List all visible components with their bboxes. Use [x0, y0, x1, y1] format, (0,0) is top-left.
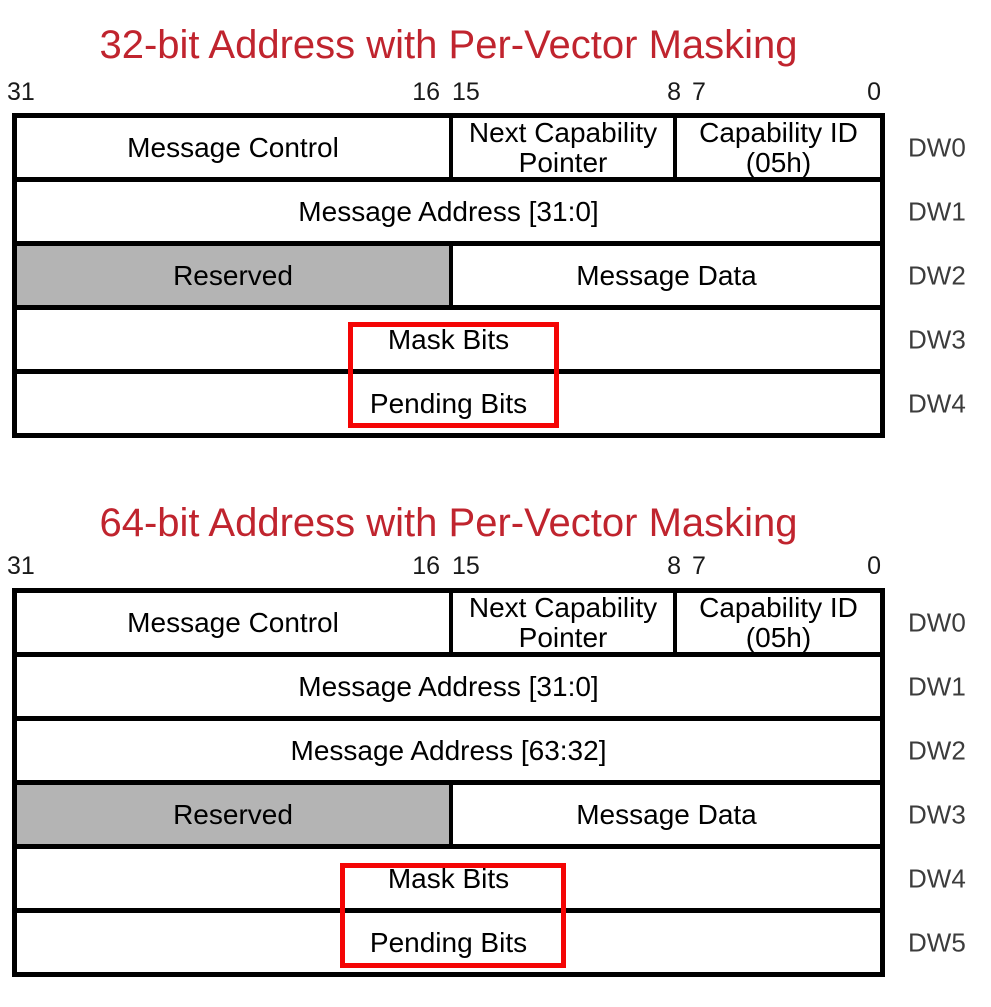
cell-pending-bits: Pending Bits — [369, 387, 528, 419]
bit-label-16: 16 — [412, 552, 440, 580]
cell-pending-bits: Pending Bits — [369, 926, 528, 958]
dw-label-dw1: DW1 — [908, 671, 966, 701]
table-row-dw2: Message Address [63:32] DW2 — [17, 721, 966, 785]
cell-message-data: Message Data — [576, 798, 757, 830]
cell-next-capability-pointer: Next Capability Pointer — [453, 593, 677, 652]
cell-message-address-63-32: Message Address [63:32] — [290, 734, 607, 766]
cell-mask-bits: Mask Bits — [387, 323, 510, 355]
table-row-dw5: Pending Bits DW5 — [17, 913, 966, 972]
dw-label-dw2: DW2 — [908, 735, 966, 765]
dw-label-dw3: DW3 — [908, 324, 966, 354]
table-row-dw1: Message Address [31:0] DW1 — [17, 657, 966, 721]
dw-label-dw5: DW5 — [908, 927, 966, 957]
cell-reserved: Reserved — [17, 785, 453, 844]
bit-label-0: 0 — [867, 78, 881, 106]
table-row-dw4: Mask Bits DW4 — [17, 849, 966, 913]
cell-message-control: Message Control — [17, 593, 453, 652]
bit-label-31: 31 — [7, 78, 35, 106]
cell-message-address-31-0: Message Address [31:0] — [298, 670, 599, 702]
dw-label-dw2: DW2 — [908, 260, 966, 290]
cell-message-control: Message Control — [17, 118, 453, 177]
dw-label-dw0: DW0 — [908, 132, 966, 162]
cell-capability-id: Capability ID (05h) — [699, 118, 858, 177]
cell-next-capability-pointer: Next Capability Pointer — [453, 118, 677, 177]
bit-label-0: 0 — [867, 552, 881, 580]
cell-message-address-31-0: Message Address [31:0] — [298, 195, 599, 227]
dw-label-dw0: DW0 — [908, 607, 966, 637]
bit-label-15: 15 — [452, 552, 480, 580]
dw-label-dw3: DW3 — [908, 799, 966, 829]
bit-ruler-32bit: 31 16 15 8 7 0 — [6, 77, 885, 107]
table-row-dw0: Message Control Next Capability Pointer … — [17, 118, 966, 182]
table-row-dw3: Mask Bits DW3 — [17, 310, 966, 374]
cell-reserved: Reserved — [17, 246, 453, 305]
cell-capability-id: Capability ID (05h) — [699, 593, 858, 652]
msi-capability-table-32bit: Message Control Next Capability Pointer … — [12, 113, 966, 438]
diagram-title-32bit: 32-bit Address with Per-Vector Masking — [99, 23, 798, 67]
bit-label-16: 16 — [412, 78, 440, 106]
table-row-dw2: Reserved Message Data DW2 — [17, 246, 966, 310]
table-row-dw1: Message Address [31:0] DW1 — [17, 182, 966, 246]
cell-mask-bits: Mask Bits — [387, 862, 510, 894]
bit-label-15: 15 — [452, 78, 480, 106]
diagram-title-64bit: 64-bit Address with Per-Vector Masking — [99, 501, 798, 545]
table-row-dw4: Pending Bits DW4 — [17, 374, 966, 433]
bit-label-7: 7 — [692, 78, 706, 106]
dw-label-dw1: DW1 — [908, 196, 966, 226]
dw-label-dw4: DW4 — [908, 863, 966, 893]
dw-label-dw4: DW4 — [908, 388, 966, 418]
table-row-dw0: Message Control Next Capability Pointer … — [17, 593, 966, 657]
table-row-dw3: Reserved Message Data DW3 — [17, 785, 966, 849]
cell-message-data: Message Data — [576, 259, 757, 291]
bit-label-8: 8 — [667, 78, 681, 106]
msi-capability-table-64bit: Message Control Next Capability Pointer … — [12, 588, 966, 977]
bit-ruler-64bit: 31 16 15 8 7 0 — [6, 551, 885, 581]
bit-label-31: 31 — [7, 552, 35, 580]
bit-label-7: 7 — [692, 552, 706, 580]
bit-label-8: 8 — [667, 552, 681, 580]
